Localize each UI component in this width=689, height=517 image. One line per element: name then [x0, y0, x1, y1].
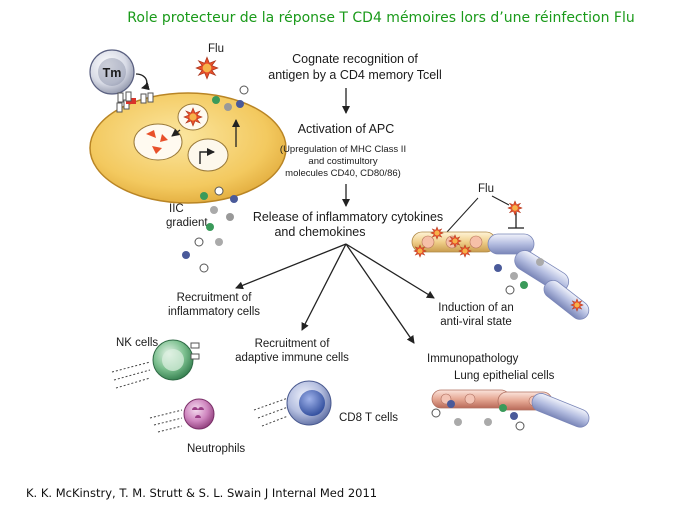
nk-label: NK cells — [116, 337, 158, 349]
iic-label-2: gradient — [166, 217, 208, 229]
citation: K. K. McKinstry, T. M. Strutt & S. L. Sw… — [26, 486, 377, 500]
iic-label-1: IIC — [169, 203, 184, 215]
tm-label: Tm — [103, 66, 122, 80]
lung-epithelium — [431, 389, 590, 431]
release-text-1: Release of inflammatory cytokines — [253, 210, 443, 224]
flu-right-lines — [446, 195, 524, 233]
slide-title: Role protecteur de la réponse T CD4 mémo… — [127, 10, 634, 26]
upregulation-text-3: molecules CD40, CD80/86) — [285, 168, 401, 179]
apc-cell — [89, 92, 287, 204]
neutrophil-cell — [149, 398, 215, 433]
lung-epithelial-label: Lung epithelial cells — [454, 370, 555, 382]
iic-gradient-dots — [182, 186, 238, 273]
flu-right-label: Flu — [478, 183, 494, 195]
recruit-inflammatory-2: inflammatory cells — [168, 306, 260, 318]
recruit-adaptive-1: Recruitment of — [255, 338, 331, 350]
release-text-2: and chemokines — [274, 225, 365, 239]
recruit-adaptive-2: adaptive immune cells — [235, 352, 349, 364]
cd8-label: CD8 T cells — [339, 412, 398, 424]
recruit-inflammatory-1: Recruitment of — [177, 292, 253, 304]
memory-t-cell — [89, 49, 150, 103]
branch-arrows — [235, 243, 435, 344]
flu-top-label: Flu — [208, 43, 224, 55]
cognate-text-1: Cognate recognition of — [292, 52, 418, 66]
cytokine-dots-right — [494, 258, 544, 295]
upregulation-text-1: (Upregulation of MHC Class II — [280, 144, 406, 155]
nk-cell — [111, 339, 200, 389]
cd8-t-cell — [253, 380, 332, 427]
induction-text-2: anti-viral state — [440, 316, 512, 328]
immunopathology-label: Immunopathology — [427, 353, 519, 365]
flu-virus-top-icon — [195, 56, 219, 80]
neutrophils-label: Neutrophils — [187, 443, 245, 455]
induction-text-1: Induction of an — [438, 302, 513, 314]
cytokine-dots-top — [212, 85, 249, 111]
cognate-text-2: antigen by a CD4 memory Tcell — [268, 68, 441, 82]
activation-text: Activation of APC — [298, 122, 395, 136]
upregulation-text-2: and costimultory — [308, 156, 377, 167]
epithelium-infected — [411, 200, 590, 320]
